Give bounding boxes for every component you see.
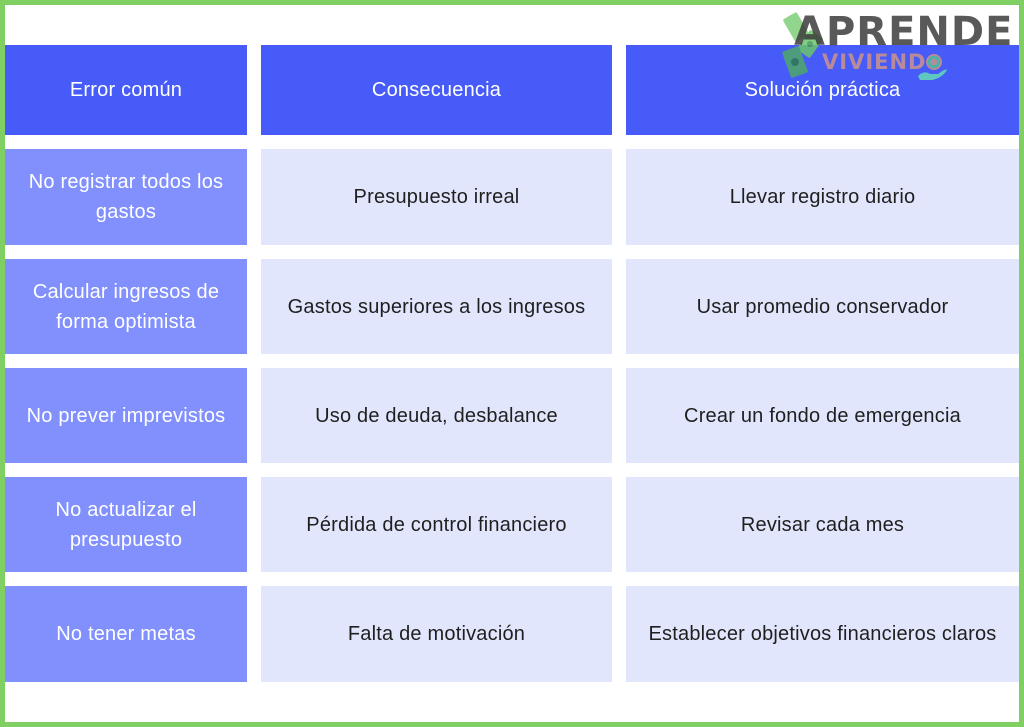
- table-cell-consecuencia: Gastos superiores a los ingresos: [261, 259, 612, 354]
- header-consecuencia: Consecuencia: [261, 45, 612, 135]
- table-cell-solucion: Llevar registro diario: [626, 149, 1019, 245]
- table-cell-consecuencia: Presupuesto irreal: [261, 149, 612, 245]
- table-cell-consecuencia: Falta de motivación: [261, 586, 612, 682]
- table-cell-consecuencia: Pérdida de control financiero: [261, 477, 612, 572]
- table-cell-error: No prever imprevistos: [5, 368, 247, 463]
- table-cell-error: No registrar todos los gastos: [5, 149, 247, 245]
- table-cell-error: No actualizar el presupuesto: [5, 477, 247, 572]
- table-cell-solucion: Crear un fondo de emergencia: [626, 368, 1019, 463]
- table-cell-consecuencia: Uso de deuda, desbalance: [261, 368, 612, 463]
- table-cell-error: Calcular ingresos de forma optimista: [5, 259, 247, 354]
- table-cell-solucion: Revisar cada mes: [626, 477, 1019, 572]
- table-cell-solucion: Establecer objetivos financieros claros: [626, 586, 1019, 682]
- header-solucion-practica: Solución práctica: [626, 45, 1019, 135]
- table-cell-error: No tener metas: [5, 586, 247, 682]
- table-cell-solucion: Usar promedio conservador: [626, 259, 1019, 354]
- header-error-comun: Error común: [5, 45, 247, 135]
